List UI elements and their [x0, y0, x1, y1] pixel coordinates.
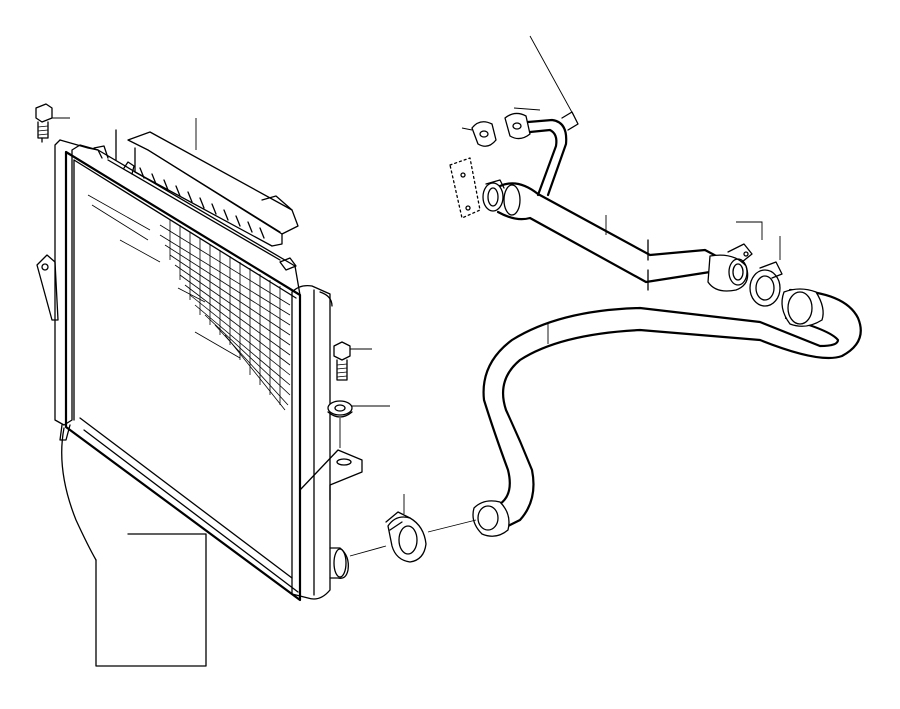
radiator-left-tank: [54, 139, 99, 426]
radiator: [36, 139, 363, 602]
radiator-left-tab-hole: [41, 263, 49, 271]
shroud-teeth: [139, 167, 265, 239]
hose-clamp-lower: [349, 494, 477, 563]
rubber-grommet: [327, 400, 390, 448]
reference-box: [61, 427, 207, 667]
radiator-fin-texture: [87, 194, 291, 411]
mounting-bolt-left: [35, 103, 70, 143]
radiator-right-tank: [291, 284, 331, 600]
radiator-lower-bracket: [299, 449, 363, 501]
hose-clamp-upper-joint: [749, 236, 783, 307]
pipe-flange-gaskets: [461, 107, 541, 147]
mounting-bolt-right: [333, 341, 372, 381]
upper-shroud: [115, 118, 299, 247]
upper-pipe: [449, 35, 763, 292]
engine-mount-plate: [449, 157, 481, 219]
radiator-core-frame: [64, 150, 302, 602]
lower-radiator-hose: [472, 288, 862, 537]
